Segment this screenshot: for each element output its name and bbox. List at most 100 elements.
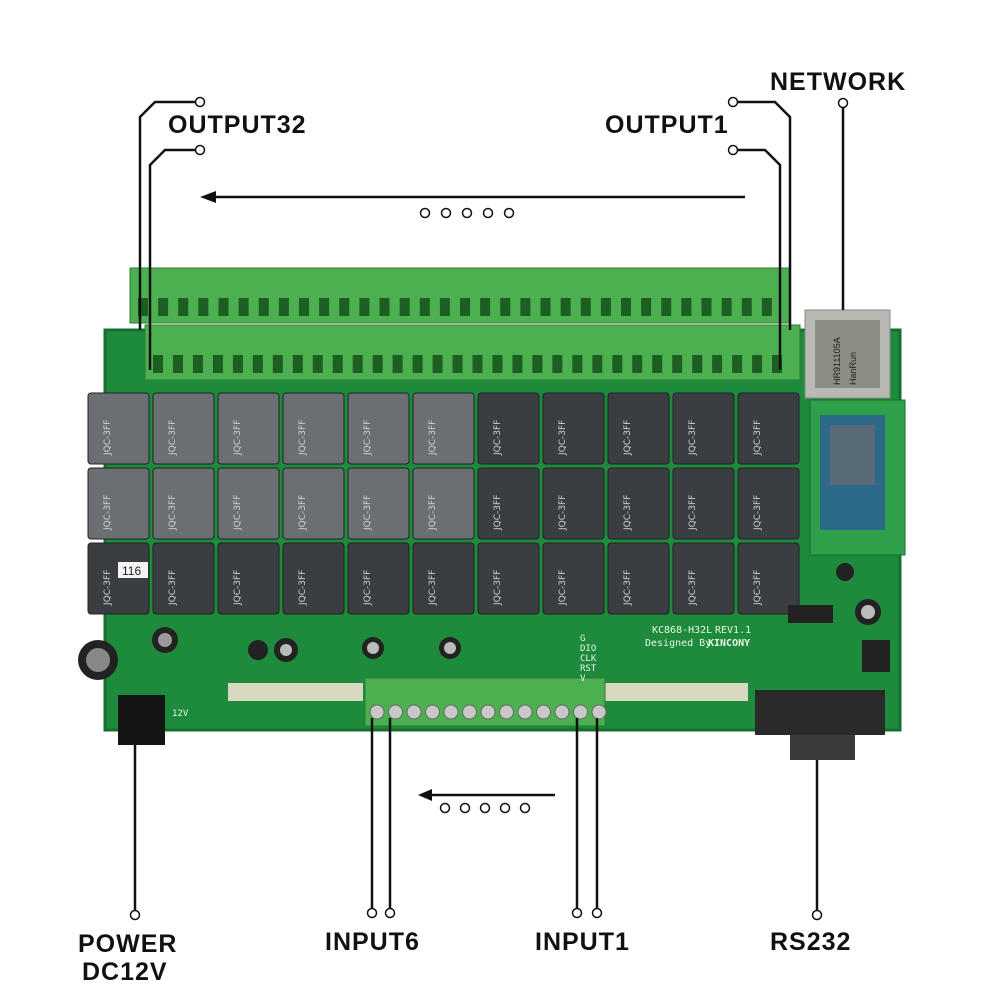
terminal-slot <box>272 355 283 373</box>
relay-marking: JQC-3FF <box>428 495 438 531</box>
terminal-slot <box>392 355 403 373</box>
relay <box>282 542 345 615</box>
terminal-screw <box>369 704 385 720</box>
relay <box>542 542 605 615</box>
relay-marking: JQC-3FF <box>363 495 373 531</box>
relay <box>542 467 605 540</box>
relay-marking: JQC-3FF <box>493 420 503 456</box>
relay-marking: JQC-3FF <box>623 570 633 606</box>
relay <box>217 542 280 615</box>
board-tag <box>118 562 148 578</box>
ethernet-brand: HanRun <box>848 352 858 385</box>
terminal-slot <box>472 355 483 373</box>
callout-dots <box>129 96 849 921</box>
terminal-slot <box>552 355 563 373</box>
relay-marking: JQC-3FF <box>233 420 243 456</box>
relay-marking: JQC-3FF <box>688 495 698 531</box>
relay <box>152 467 215 540</box>
relay-marking: JQC-3FF <box>363 570 373 606</box>
terminal-slot <box>232 355 243 373</box>
ethernet-marking: HR911105A <box>832 337 842 385</box>
label-network: NETWORK <box>770 68 906 96</box>
relay <box>672 542 735 615</box>
relay-marking: JQC-3FF <box>558 570 568 606</box>
label-dc12v: DC12V <box>82 958 168 986</box>
terminal-slot <box>600 298 611 316</box>
relay <box>347 392 410 465</box>
relay-marking: JQC-3FF <box>558 495 568 531</box>
terminal-slot <box>332 355 343 373</box>
terminal-slot <box>192 355 203 373</box>
relay <box>412 392 475 465</box>
relay <box>282 467 345 540</box>
terminal-slot <box>218 298 229 316</box>
arrow-left-icon <box>418 789 432 801</box>
terminal-slot <box>460 298 470 316</box>
dc-power-jack: 12V <box>118 695 189 745</box>
relay-marking: JQC-3FF <box>103 420 113 456</box>
terminal-slot <box>580 298 591 316</box>
terminal-slot <box>672 355 683 373</box>
relay <box>87 542 150 615</box>
terminal-slot <box>238 298 249 316</box>
input-terminal-block <box>364 677 607 727</box>
arrow-left-icon <box>200 191 216 203</box>
relay-markings: JQC-3FF JQC-3FF JQC-3FF JQC-3FF JQC-3FF JQC-… <box>103 420 763 606</box>
relay <box>217 392 280 465</box>
relay-marking: JQC-3FF <box>168 495 178 531</box>
terminal-slot <box>572 355 583 373</box>
pin-header-left <box>228 683 363 701</box>
terminal-screw <box>554 704 570 720</box>
terminal-slot <box>512 355 523 373</box>
relay <box>412 467 475 540</box>
terminal-slot <box>652 355 663 373</box>
ic-chip <box>862 640 890 672</box>
terminal-slot <box>452 355 463 373</box>
terminal-slot <box>772 355 783 373</box>
relay-marking: JQC-3FF <box>428 570 438 606</box>
terminal-slot <box>761 298 772 316</box>
relay-marking: JQC-3FF <box>688 570 698 606</box>
terminal-slot <box>172 355 183 373</box>
relay-marking: JQC-3FF <box>233 570 243 606</box>
terminal-slot <box>692 355 703 373</box>
designed-by: Designed By <box>645 638 711 649</box>
terminal-screw <box>425 704 440 720</box>
terminal-slot <box>379 298 390 316</box>
board-tag-text: 116 <box>122 564 141 578</box>
board-brand: KINCONY <box>708 638 750 649</box>
terminal-screw <box>573 704 588 720</box>
terminal-slot <box>661 298 672 316</box>
terminal-slot <box>399 298 410 316</box>
terminal-slot <box>621 298 631 316</box>
pin-label-g: G <box>580 634 585 644</box>
terminal-slot <box>560 298 571 316</box>
relay <box>87 467 150 540</box>
relay-marking: JQC-3FF <box>558 420 568 456</box>
label-power: POWER <box>78 930 177 958</box>
terminal-screw <box>499 704 514 720</box>
relay <box>282 392 345 465</box>
relay <box>347 542 410 615</box>
terminal-slot <box>492 355 503 373</box>
relay <box>607 392 670 465</box>
terminal-slot <box>681 298 692 316</box>
relay <box>87 392 150 465</box>
relay <box>737 542 800 615</box>
terminal-slot <box>520 298 531 316</box>
terminal-screw <box>480 704 496 720</box>
relay <box>477 467 540 540</box>
relay-marking: JQC-3FF <box>428 420 438 456</box>
terminal-screw <box>591 704 607 720</box>
terminal-slot <box>752 355 763 373</box>
relay-marking: JQC-3FF <box>103 570 113 606</box>
terminal-slot <box>153 355 163 373</box>
pin-label-dio: DIO <box>580 644 596 654</box>
label-rs232: RS232 <box>770 928 851 956</box>
relay <box>607 542 670 615</box>
relay <box>607 467 670 540</box>
terminal-slot <box>500 298 511 316</box>
relay <box>477 542 540 615</box>
relay-marking: JQC-3FF <box>623 420 633 456</box>
